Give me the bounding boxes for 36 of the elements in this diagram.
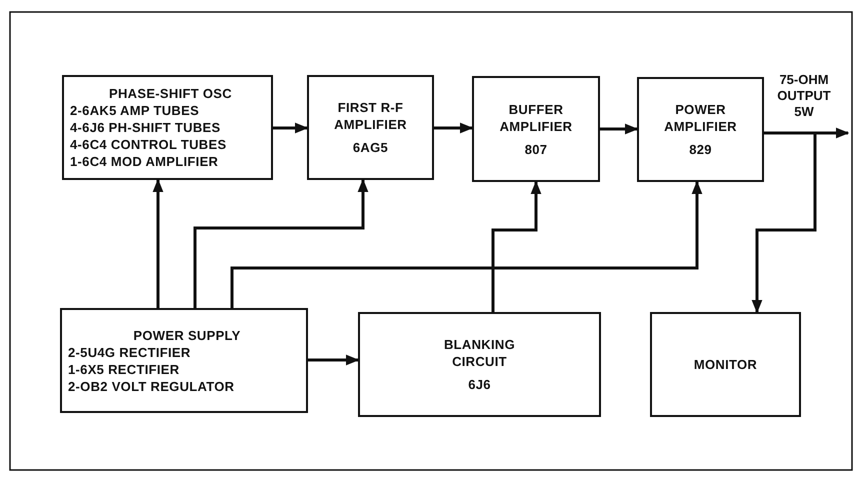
signal-arrow — [752, 133, 816, 314]
output-note: 75-OHM OUTPUT 5W — [776, 72, 832, 120]
block-detail: 4-6J6 PH-SHIFT TUBES — [70, 119, 220, 136]
block-title: BUFFER AMPLIFIER — [498, 100, 574, 134]
block-title: FIRST R-F AMPLIFIER — [333, 99, 408, 133]
block-detail: 1-6X5 RECTIFIER — [68, 360, 180, 378]
block-detail: 6AG5 — [352, 139, 388, 156]
block-title: POWER AMPLIFIER — [663, 101, 738, 135]
signal-arrow — [194, 178, 368, 308]
signal-arrow — [434, 122, 474, 134]
block-detail: 1-6C4 MOD AMPLIFIER — [70, 153, 218, 170]
block-box — [60, 308, 308, 413]
signal-arrow — [273, 122, 308, 134]
signal-arrow — [600, 124, 638, 134]
signal-arrow — [152, 178, 164, 308]
signal-arrow — [230, 180, 702, 308]
block-box — [650, 312, 801, 417]
block-title: MONITOR — [694, 356, 758, 373]
block-title: BLANKING CIRCUIT — [442, 336, 516, 370]
signal-arrow — [492, 180, 542, 312]
block-box — [637, 77, 764, 182]
block-detail: 6J6 — [468, 376, 491, 393]
block-detail: 2-6AK5 AMP TUBES — [70, 102, 200, 119]
block-box — [307, 75, 434, 180]
block-detail: 4-6C4 CONTROL TUBES — [70, 136, 226, 153]
block-box — [472, 76, 600, 182]
block-detail: 807 — [524, 140, 548, 158]
block-detail: 2-OB2 VOLT REGULATOR — [68, 378, 234, 394]
block-box — [358, 312, 601, 417]
signal-arrow — [764, 128, 850, 138]
block-detail: 829 — [689, 141, 712, 158]
signal-arrow — [308, 354, 360, 366]
block-title: PHASE-SHIFT OSC — [109, 85, 232, 102]
block-title: POWER SUPPLY — [133, 326, 241, 344]
block-detail: 2-5U4G RECTIFIER — [68, 344, 191, 360]
block-box — [62, 75, 273, 180]
